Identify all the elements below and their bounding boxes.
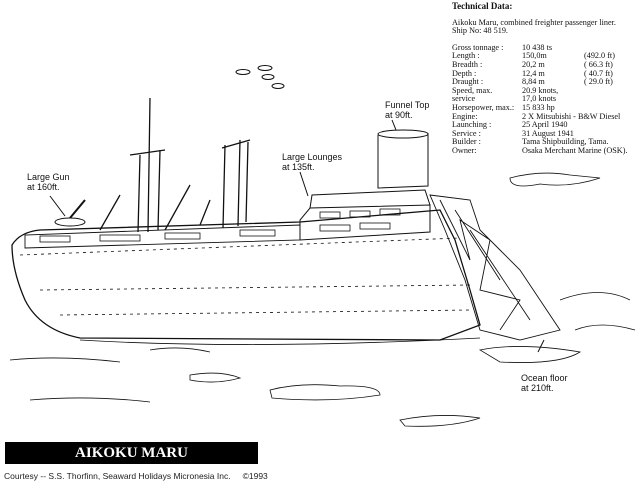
spec-value: 31 August 1941 <box>522 128 574 138</box>
spec-row: Horsepower, max.: 15 833 hp <box>452 102 628 113</box>
annotation-line: at 210ft. <box>521 383 554 393</box>
spec-label: Builder : <box>452 137 481 147</box>
spec-label: Draught : <box>452 77 484 87</box>
annotation-large-lounges: Large Lounges at 135ft. <box>282 152 342 172</box>
annotation-ocean-floor: Ocean floor at 210ft. <box>521 373 568 393</box>
spec-value: 2 X Mitsubishi - B&W Diesel <box>522 111 621 121</box>
annotation-line: Large Lounges <box>282 152 343 162</box>
spec-row: Speed, max. 20.9 knots, <box>452 85 628 96</box>
spec-value: Tama Shipbuilding, Tama. <box>522 137 609 147</box>
spec-label: Launching : <box>452 120 492 130</box>
spec-value: 20.9 knots, <box>522 85 559 95</box>
spec-imperial: ( 40.7 ft) <box>584 68 613 78</box>
courtesy-text: Courtesy -- S.S. Thorfinn, Seaward Holid… <box>4 471 231 481</box>
spec-imperial: ( 29.0 ft) <box>584 77 613 87</box>
ship-hull <box>11 209 481 341</box>
copyright-text: ©1993 <box>242 471 268 481</box>
spec-row: service 17,0 knots <box>452 95 628 104</box>
spec-label: Speed, max. <box>452 85 493 95</box>
spec-value: 10 438 ts <box>522 42 553 52</box>
funnel <box>377 129 429 189</box>
spec-row: Gross tonnage : 10 438 ts <box>452 42 628 53</box>
annotation-line: at 135ft. <box>282 162 315 172</box>
spec-row: Engine: 2 X Mitsubishi - B&W Diesel <box>452 111 628 122</box>
spec-label: service <box>452 94 476 104</box>
spec-imperial: (492.0 ft) <box>584 51 615 61</box>
spec-label: Length : <box>452 51 480 61</box>
annotation-line: Large Gun <box>27 172 70 182</box>
spec-row: Service : 31 August 1941 <box>452 128 628 139</box>
annotation-line: at 160ft. <box>27 182 60 192</box>
spec-row: Depth : 12,4 m ( 40.7 ft) <box>452 68 628 79</box>
spec-value: 15 833 hp <box>522 102 555 112</box>
spec-value: Osaka Merchant Marine (OSK). <box>522 145 628 155</box>
annotation-large-gun: Large Gun at 160ft. <box>27 172 70 192</box>
spec-value: 150,0m <box>522 51 547 61</box>
annotation-funnel-top: Funnel Top at 90ft. <box>385 100 429 120</box>
ship-type: Aikoku Maru, combined freighter passenge… <box>452 17 616 27</box>
spec-label: Owner: <box>452 145 477 155</box>
ship-description: Aikoku Maru, combined freighter passenge… <box>452 17 628 36</box>
spec-row: Builder : Tama Shipbuilding, Tama. <box>452 138 628 147</box>
spec-label: Gross tonnage : <box>452 42 504 52</box>
annotation-line: Funnel Top <box>385 100 430 110</box>
spec-label: Breadth : <box>452 59 483 69</box>
spec-value: 17,0 knots <box>522 94 557 104</box>
spec-label: Horsepower, max.: <box>452 102 515 112</box>
spec-label: Service : <box>452 128 481 138</box>
spec-row: Draught : 8,84 m ( 29.0 ft) <box>452 78 628 87</box>
spec-table: Gross tonnage : 10 438 ts Length : 150,0m (4… <box>452 42 628 156</box>
technical-data-panel: Technical Data: Aikoku Maru, combined fr… <box>452 2 628 156</box>
courtesy-credit: Courtesy -- S.S. Thorfinn, Seaward Holid… <box>4 471 268 481</box>
ship-number: Ship No: 48 519. <box>452 26 508 36</box>
spec-value: 12,4 m <box>522 68 545 78</box>
large-gun <box>54 199 86 227</box>
spec-value: 8,84 m <box>522 77 545 87</box>
spec-label: Depth : <box>452 68 477 78</box>
spec-value: 25 April 1940 <box>522 120 568 130</box>
spec-label: Engine: <box>452 111 478 121</box>
ship-title-banner: AIKOKU MARU <box>5 442 258 464</box>
debris <box>429 194 561 341</box>
spec-value: 20,2 m <box>522 59 545 69</box>
spec-row: Launching : 25 April 1940 <box>452 121 628 130</box>
spec-row: Length : 150,0m (492.0 ft) <box>452 52 628 61</box>
annotation-line: Ocean floor <box>521 373 568 383</box>
masts <box>99 97 251 233</box>
technical-data-heading: Technical Data: <box>452 1 513 11</box>
spec-row: Breadth : 20,2 m ( 66.3 ft) <box>452 59 628 70</box>
fish-school-icon <box>235 65 285 89</box>
spec-imperial: ( 66.3 ft) <box>584 59 613 69</box>
annotation-line: at 90ft. <box>385 110 413 120</box>
seabed-outlines <box>9 172 636 427</box>
spec-row: Owner: Osaka Merchant Marine (OSK). <box>452 145 628 156</box>
